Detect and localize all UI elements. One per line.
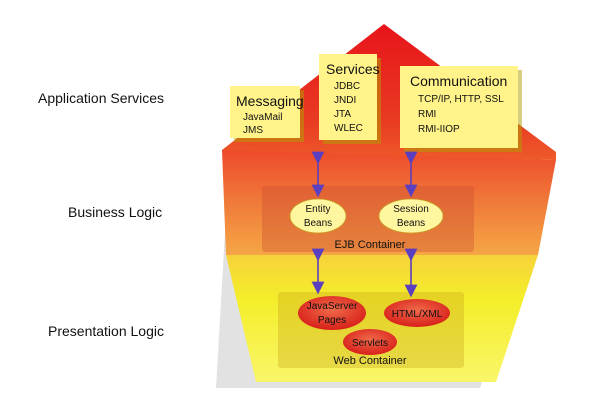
tier-label-business: Business Logic xyxy=(68,204,163,220)
communication-item-2: RMI-IIOP xyxy=(418,124,460,135)
services-item-3: WLEC xyxy=(334,123,363,134)
communication-title: Communication xyxy=(410,73,507,89)
communication-item-1: RMI xyxy=(418,109,436,120)
servlets-label: Servlets xyxy=(352,338,388,349)
services-item-0: JDBC xyxy=(334,81,360,92)
html-xml-oval xyxy=(384,299,450,327)
tier-label-application: Application Services xyxy=(38,90,165,106)
services-item-1: JNDI xyxy=(334,95,356,106)
messaging-item-0: JavaMail xyxy=(243,112,282,123)
entity-beans-line-0: Entity xyxy=(305,204,330,215)
javaserver-pages-line-1: Pages xyxy=(318,315,346,326)
servlets-oval xyxy=(343,329,397,355)
html-xml-label: HTML/XML xyxy=(392,309,443,320)
web-container-label: Web Container xyxy=(333,355,407,367)
entity-beans-oval xyxy=(289,198,347,234)
ejb-container-label: EJB Container xyxy=(335,239,406,251)
session-beans-line-1: Beans xyxy=(397,218,425,229)
presentation-logic-band xyxy=(226,255,538,382)
tier-label-presentation: Presentation Logic xyxy=(48,323,164,339)
session-beans-oval xyxy=(378,198,444,234)
javaserver-pages-oval xyxy=(298,296,366,330)
messaging-item-1: JMS xyxy=(243,125,263,136)
services-box xyxy=(319,54,377,140)
services-title: Services xyxy=(326,61,380,77)
messaging-title: Messaging xyxy=(236,93,304,109)
javaserver-pages-line-0: JavaServer xyxy=(307,301,358,312)
session-beans-line-0: Session xyxy=(393,204,429,215)
entity-beans-line-1: Beans xyxy=(304,218,332,229)
services-item-2: JTA xyxy=(334,109,351,120)
messaging-box xyxy=(230,86,300,138)
communication-item-0: TCP/IP, HTTP, SSL xyxy=(418,94,504,105)
communication-box xyxy=(400,66,518,148)
